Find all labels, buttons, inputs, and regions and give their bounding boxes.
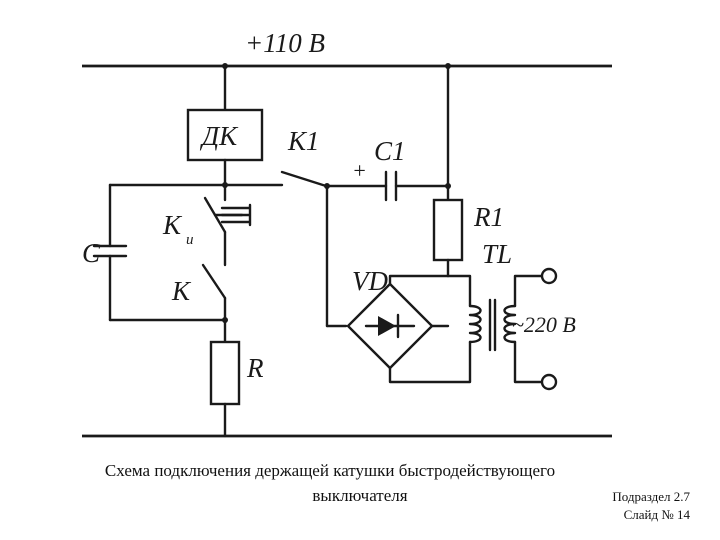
ac-terminal-top: [540, 267, 558, 285]
dk-label: ДК: [199, 121, 239, 151]
ac-terminal-bottom: [540, 373, 558, 391]
ki-label: К: [162, 210, 183, 240]
c1-plus-label: +: [352, 158, 367, 183]
junction-top-left: [222, 63, 228, 69]
resistor-r1: [432, 198, 464, 262]
ki-latch-comb: [220, 203, 252, 227]
slide-number-label: Слайд № 14: [623, 507, 690, 522]
wire-bridge-to-tl: [446, 274, 472, 308]
caption-line-2: выключателя: [312, 486, 408, 505]
supply-voltage-label: +110 В: [245, 28, 325, 58]
bridge-bottom-wire: [388, 340, 472, 384]
dk-coil: [186, 108, 264, 162]
circuit-diagram: +110 В ДК К и К С R К1 + С1 R1: [82, 28, 612, 438]
k-contact-blade: [201, 263, 227, 300]
k1-switch-blade: [280, 170, 328, 188]
c-label: С: [82, 238, 101, 268]
bridge-top-wire: [388, 274, 450, 287]
r-label: R: [246, 353, 264, 383]
caption-line-1: Схема подключения держащей катушки быстр…: [104, 461, 556, 480]
c1-label: С1: [374, 136, 406, 166]
wire-ac-bottom: [513, 340, 543, 384]
r1-label: R1: [473, 202, 504, 232]
section-label: Подраздел 2.7: [612, 489, 690, 504]
junction-c1-r1: [445, 183, 451, 189]
bridge-diode-triangle: [378, 316, 396, 336]
k1-label: К1: [287, 126, 319, 156]
resistor-r: [209, 340, 241, 406]
transformer-winding-right: [503, 304, 517, 344]
junction-top-right: [445, 63, 451, 69]
transformer-winding-left: [468, 304, 482, 344]
wire-ac-top: [513, 274, 543, 308]
tl-label: TL: [482, 239, 512, 269]
ac-voltage-label: ~220 В: [512, 312, 576, 337]
ki-label-sub: и: [186, 232, 194, 248]
k-label: К: [171, 276, 192, 306]
vd-label: VD: [352, 266, 388, 296]
